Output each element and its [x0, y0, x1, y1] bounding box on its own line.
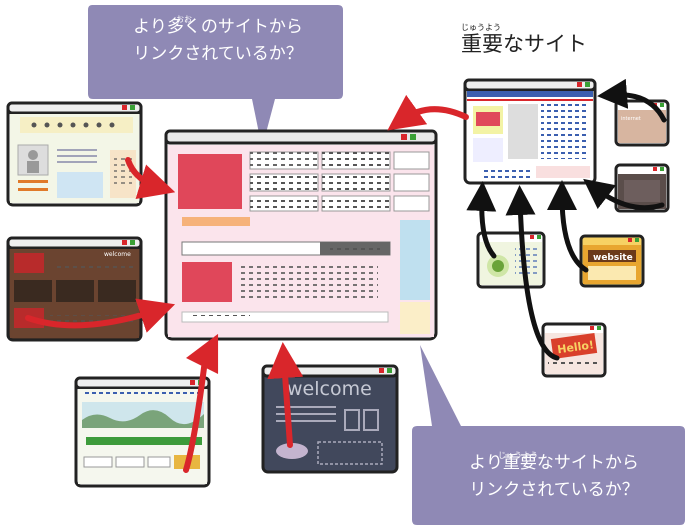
important-sites-title: じゅうよう 重要なサイト: [461, 23, 587, 58]
callout-bottom-ruby: じゅうよう: [498, 451, 538, 460]
internet-label: internet: [621, 116, 641, 122]
callout-more-sites: [88, 5, 343, 148]
callout-top-line1: より多くのサイトから: [133, 17, 303, 37]
main-target-page: [164, 129, 438, 341]
callout-important-sites: [412, 345, 685, 525]
site-thumbnail-blurred: [614, 163, 670, 213]
callout-top-line2: リンクされているか？: [133, 44, 303, 64]
site-thumbnail-internet: internet: [614, 99, 670, 147]
callout-bottom-line2: リンクされているか？: [469, 480, 639, 500]
welcome-small-label: welcome: [104, 251, 131, 258]
red-link-arrows: [25, 94, 469, 473]
site-thumbnail-hello: Hello!: [541, 322, 607, 378]
callout-top-text: おお より多くのサイトから リンクされているか？: [98, 14, 338, 68]
important-sites-label: 重要なサイト: [461, 32, 587, 56]
black-link-arrows: [466, 78, 667, 361]
site-thumbnail-profile: [6, 101, 143, 207]
callout-top-ruby: おお: [176, 15, 192, 24]
important-site: [463, 78, 597, 185]
website-label: website: [593, 253, 633, 263]
site-thumbnail-welcome: welcome: [261, 364, 399, 474]
site-thumbnail-website: website: [579, 234, 645, 288]
callout-bottom-line1: より重要なサイトから: [469, 453, 639, 473]
welcome-title: welcome: [287, 378, 372, 400]
site-thumbnail-landscape: [74, 376, 211, 488]
hello-label: Hello!: [556, 338, 594, 356]
site-thumbnail-plant: [476, 231, 546, 289]
important-sites-ruby: じゅうよう: [461, 23, 501, 32]
callout-bottom-text: じゅうよう より重要なサイトから リンクされているか？: [434, 450, 674, 504]
